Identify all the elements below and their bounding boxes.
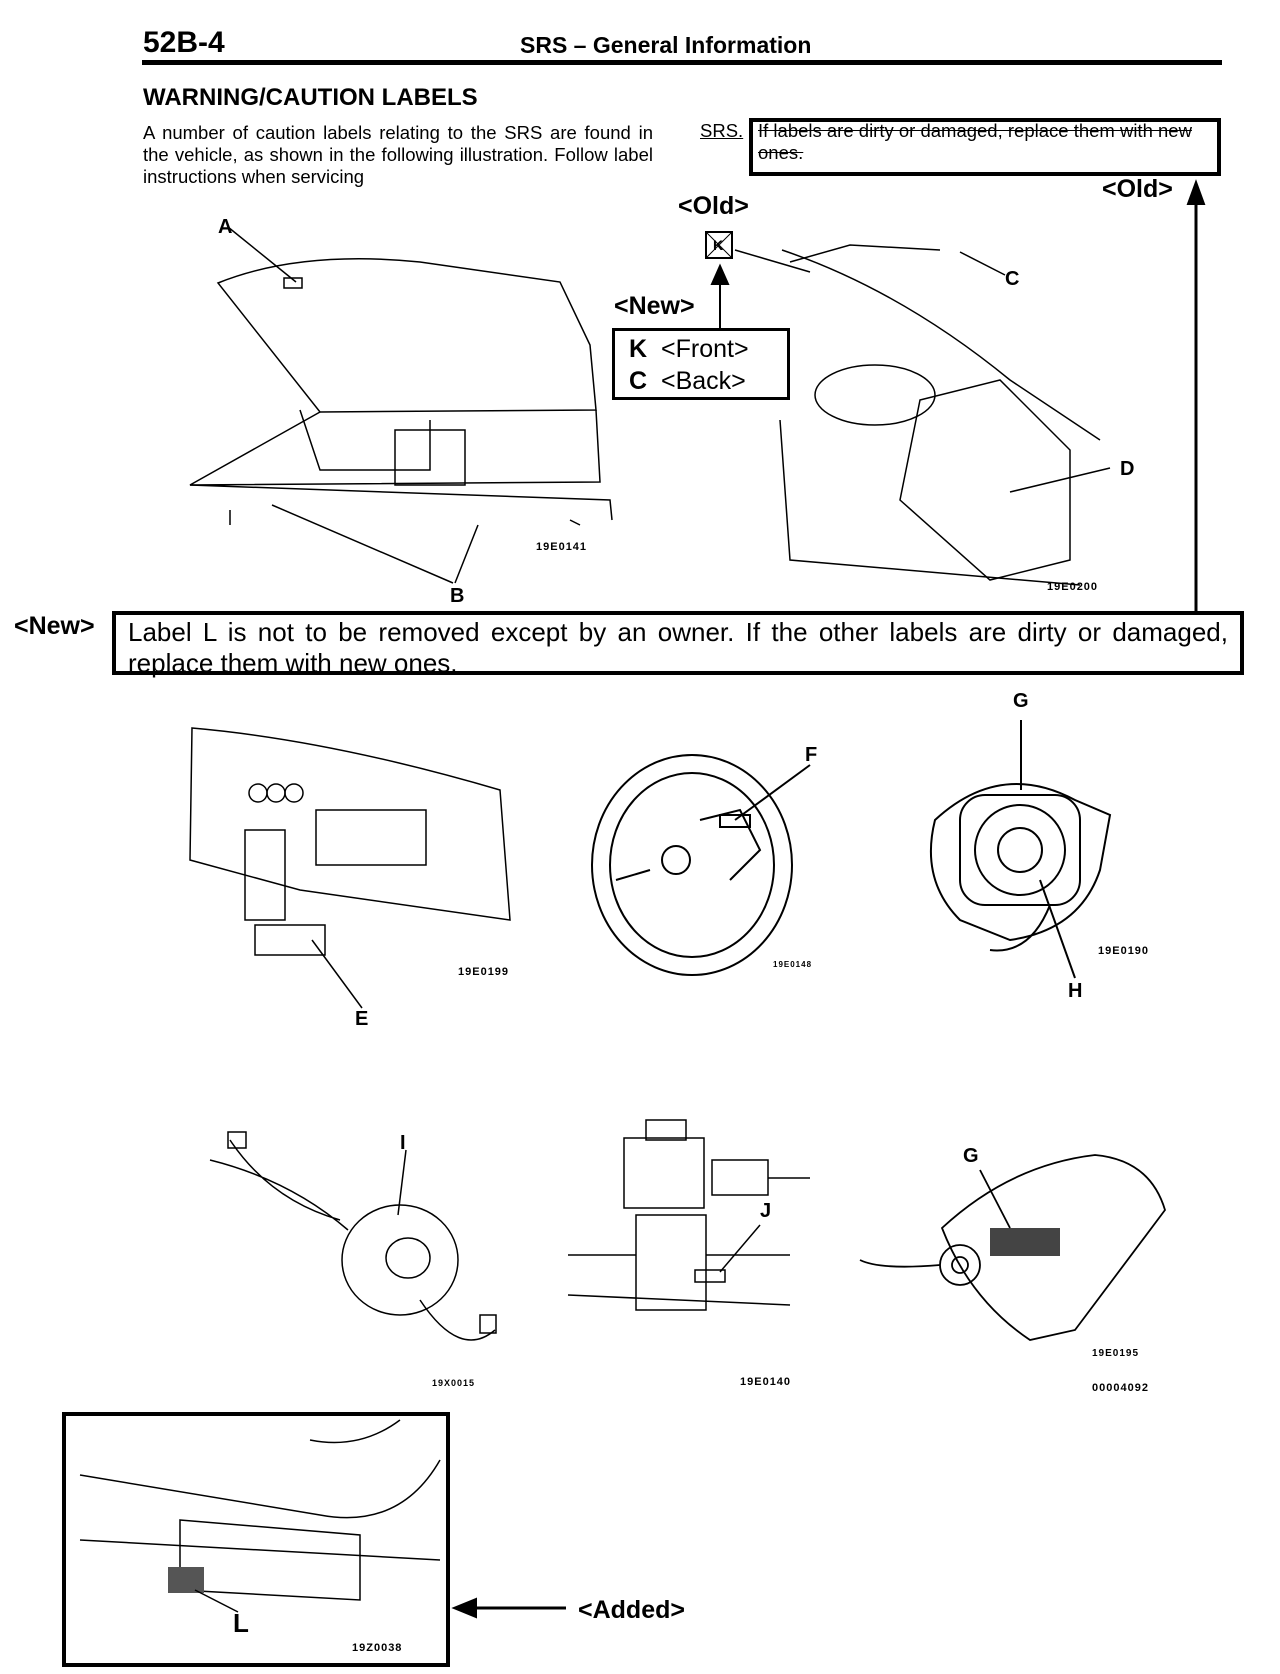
arrow-added-left [451, 1597, 566, 1619]
header-rule [142, 60, 1222, 65]
continuation-prefix: SRS. [700, 120, 744, 141]
continuation-text: SRS. [700, 120, 743, 142]
front-text: <Front> [661, 335, 749, 363]
callout-d: D [1120, 458, 1135, 480]
callout-f: F [805, 744, 818, 766]
callout-g-lower: G [963, 1145, 979, 1167]
new-tag-upper: <New> [614, 292, 695, 320]
callout-g-upper: G [1013, 690, 1029, 712]
code-interior: 19E0200 [1047, 581, 1099, 593]
airbag-module-illustration [929, 720, 1112, 979]
new-tag-left: <New> [14, 612, 95, 640]
steering-wheel-illustration [591, 754, 811, 976]
engine-bay-illustration [189, 226, 613, 584]
steering-column-illustration [567, 1119, 810, 1311]
callout-i: I [400, 1132, 406, 1154]
added-tag: <Added> [578, 1596, 685, 1624]
code-inset: 19Z0038 [352, 1642, 403, 1654]
page-number: 52B-4 [143, 26, 225, 59]
code-clock-spring: 19X0015 [432, 1378, 476, 1388]
intro-paragraph: A number of caution labels relating to t… [143, 122, 653, 187]
struck-sentence: If labels are dirty or damaged, replace … [758, 120, 1192, 163]
inset-glovebox-illustration [79, 1419, 441, 1613]
interior-illustration [734, 244, 1111, 586]
code-passenger-airbag: 19E0195 [1092, 1348, 1140, 1359]
back-row: C <Back> [629, 365, 773, 397]
callout-a: A [218, 216, 233, 238]
passenger-airbag-illustration [859, 1154, 1166, 1341]
old-k-box-icon [705, 231, 733, 259]
code-airbag-module: 19E0190 [1098, 945, 1150, 957]
callout-c: C [1005, 268, 1020, 290]
code-doc-id: 00004092 [1092, 1382, 1149, 1394]
front-back-label-box: K <Front> C <Back> [612, 328, 790, 400]
new-instruction-box: Label L is not to be removed except by a… [112, 611, 1244, 678]
callout-e: E [355, 1008, 369, 1030]
back-text: <Back> [661, 367, 746, 395]
old-tag-upper: <Old> [678, 192, 749, 220]
arrow-up-new-to-old [710, 263, 730, 328]
callout-h: H [1068, 980, 1083, 1002]
old-struck-text: If labels are dirty or damaged, replace … [758, 120, 1208, 164]
back-letter: C [629, 367, 648, 395]
code-steering-column: 19E0140 [740, 1376, 792, 1388]
callout-j: J [760, 1200, 772, 1222]
code-dashboard: 19E0199 [458, 966, 510, 978]
section-title: WARNING/CAUTION LABELS [143, 84, 478, 111]
callout-l: L [233, 1608, 249, 1638]
dashboard-illustration [189, 727, 511, 1009]
old-tag-right: <Old> [1102, 175, 1173, 203]
callout-k-small: K [713, 237, 724, 253]
added-inset-frame [62, 1412, 450, 1667]
page-title: SRS – General Information [520, 32, 812, 58]
clock-spring-illustration [209, 1131, 497, 1341]
front-letter: K [629, 335, 648, 363]
callout-b: B [450, 585, 465, 607]
front-row: K <Front> [629, 333, 773, 365]
arrow-up-right-old [1186, 179, 1206, 612]
code-wheel: 19E0148 [773, 960, 813, 969]
code-engine-bay: 19E0141 [536, 541, 588, 553]
old-text-box [749, 118, 1221, 176]
